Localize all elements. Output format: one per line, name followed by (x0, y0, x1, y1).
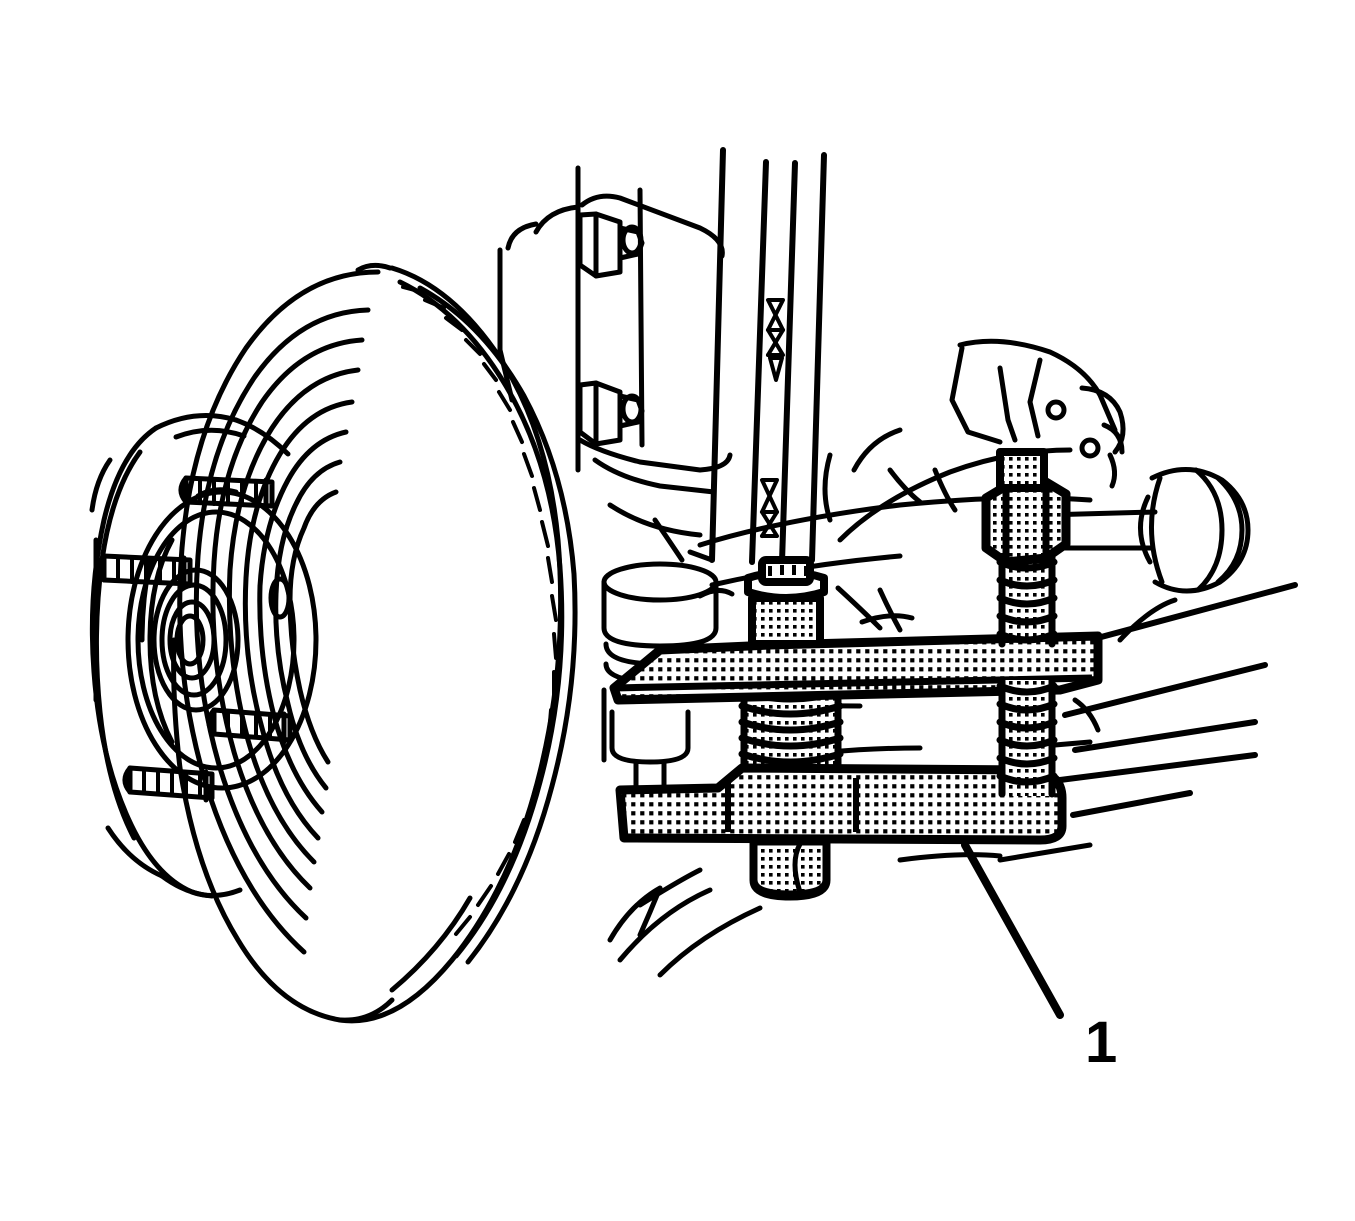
rotor-vane-hatch (401, 285, 558, 936)
wheel-stud (96, 475, 293, 803)
tie-rod-end (1042, 467, 1251, 594)
callout-1: 1 (961, 841, 1117, 1075)
ball-joint-separator-tool (609, 448, 1103, 845)
lower-control-arm (1057, 582, 1298, 818)
callout-leader-line (961, 841, 1064, 1019)
center-screw-head (744, 556, 828, 648)
center-forcing-screw (738, 686, 844, 772)
spring-break-mark (766, 298, 785, 382)
bracket-bolt (577, 211, 645, 447)
hex-head (981, 448, 1071, 567)
callout-label: 1 (1085, 1010, 1117, 1075)
side-clamp-bolt (981, 448, 1071, 798)
brake-rotor (171, 262, 578, 1024)
spring-break-mark (760, 478, 779, 538)
brake-splash-shield (89, 413, 291, 899)
steering-knuckle (607, 338, 1126, 978)
ball-joint-stud-fill (750, 838, 830, 898)
upper-jaw (609, 631, 1103, 705)
hub-lug-hole (268, 576, 292, 620)
